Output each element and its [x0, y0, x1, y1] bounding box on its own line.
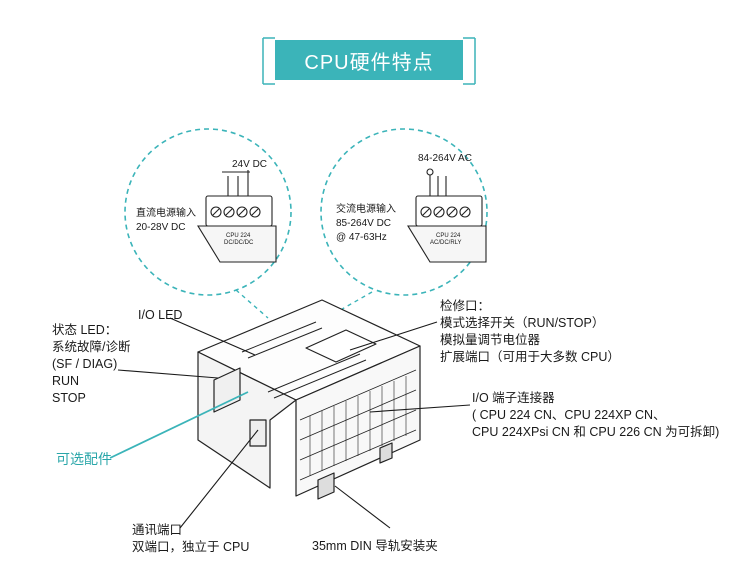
status-led-label: 状态 LED： 系统故障/诊断 (SF / DIAG) RUN STOP [52, 322, 130, 407]
dc-power-range: 20-28V DC [136, 222, 186, 233]
inspection-line: 模拟量调节电位器 [440, 333, 541, 347]
status-led-line: RUN [52, 374, 80, 388]
optional-parts-label: 可选配件 [56, 451, 112, 467]
optional-parts-pointer [109, 391, 249, 459]
ac-power-callout-circle [320, 128, 488, 296]
dc-voltage-label: 24V DC [232, 159, 268, 170]
ac-power-range: 85-264V DC [336, 218, 392, 229]
dc-power-title: 直流电源输入 [136, 208, 196, 219]
page-title: CPU硬件特点 [275, 40, 463, 80]
dc-terminal-label: CPU 224 [226, 233, 251, 239]
inspection-line: 扩展端口（可用于大多数 CPU） [440, 350, 620, 364]
status-led-line: STOP [52, 391, 86, 405]
plc-device [197, 299, 421, 500]
comm-port-label-line1: 通讯端口 [132, 523, 183, 537]
comm-port-label-line2: 双端口，独立于 CPU [132, 540, 250, 554]
ac-voltage-label: 84-264V AC [418, 153, 472, 164]
pointer-lines [117, 317, 471, 529]
status-led-line: 系统故障/诊断 [52, 340, 131, 354]
ac-terminal-label: CPU 224 [436, 233, 461, 239]
dc-power-callout-circle [124, 128, 292, 296]
inspection-port-label: 检修口： 模式选择开关（RUN/STOP） 模拟量调节电位器 扩展端口（可用于大… [440, 298, 620, 366]
inspection-line: 模式选择开关（RUN/STOP） [440, 316, 605, 330]
dc-terminal-block [197, 170, 277, 263]
title-frame [262, 37, 476, 85]
status-led-line: 状态 LED： [52, 323, 118, 337]
inspection-line: 检修口： [440, 299, 491, 313]
status-led-line: (SF / DIAG) [52, 357, 118, 371]
din-rail-label: 35mm DIN 导轨安装夹 [312, 539, 438, 553]
ac-terminal-block [407, 168, 487, 263]
io-connector-line: CPU 224XPsi CN 和 CPU 226 CN 为可拆卸) [472, 425, 720, 439]
io-led-label: I/O LED [138, 308, 183, 322]
io-connector-line: ( CPU 224 CN、CPU 224XP CN、 [472, 408, 666, 422]
ac-terminal-sub: AC/DC/RLY [430, 240, 462, 246]
ac-power-title: 交流电源输入 [336, 204, 396, 215]
ac-power-frequency: @ 47-63Hz [336, 232, 387, 243]
io-connector-label: I/O 端子连接器 ( CPU 224 CN、CPU 224XP CN、 CPU… [472, 390, 719, 441]
dc-terminal-sub: DC/DC/DC [224, 240, 254, 246]
io-connector-line: I/O 端子连接器 [472, 391, 555, 405]
